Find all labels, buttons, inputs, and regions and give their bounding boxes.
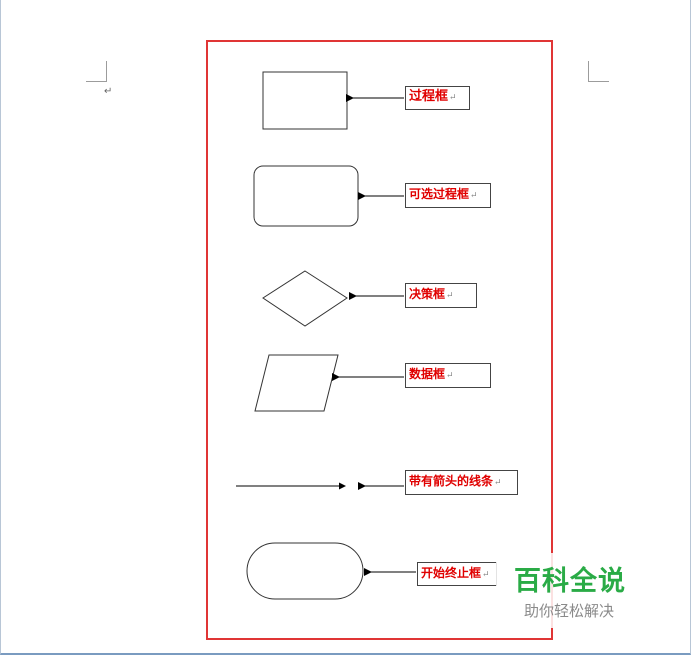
data-shape[interactable] xyxy=(254,354,339,412)
terminator-shape[interactable] xyxy=(246,542,364,600)
label-alternate-process-return-mark: ↵ xyxy=(470,191,478,201)
alternate-process-shape[interactable] xyxy=(253,165,359,227)
label-process[interactable]: 过程框↵ xyxy=(405,86,470,110)
watermark-logo: 百科全说 助你轻松解决 xyxy=(496,553,676,628)
margin-corner-top-right xyxy=(588,61,609,82)
label-terminator[interactable]: 开始终止框↵ xyxy=(417,562,497,586)
margin-corner-top-left xyxy=(86,61,107,82)
process-shape[interactable] xyxy=(262,71,348,130)
label-arrow-line-text: 带有箭头的线条 xyxy=(409,474,494,488)
label-process-text: 过程框 xyxy=(409,89,449,104)
label-alternate-process[interactable]: 可选过程框↵ xyxy=(405,183,491,208)
label-arrow-line-return-mark: ↵ xyxy=(494,478,502,488)
label-data[interactable]: 数据框↵ xyxy=(405,363,491,388)
watermark-title: 百科全说 xyxy=(514,566,626,597)
flowchart-legend-frame[interactable] xyxy=(206,40,553,640)
label-decision[interactable]: 决策框↵ xyxy=(405,283,477,308)
label-alternate-process-text: 可选过程框 xyxy=(409,187,470,201)
watermark-subtitle: 助你轻松解决 xyxy=(524,602,615,620)
label-decision-return-mark: ↵ xyxy=(446,291,454,301)
arrow-line-example-head xyxy=(339,482,346,490)
label-arrow-line[interactable]: 带有箭头的线条↵ xyxy=(405,470,518,495)
decision-shape[interactable] xyxy=(262,270,348,327)
label-decision-text: 决策框 xyxy=(409,287,446,301)
label-process-return-mark: ↵ xyxy=(449,93,457,103)
label-terminator-text: 开始终止框 xyxy=(421,566,482,580)
label-data-return-mark: ↵ xyxy=(446,371,454,381)
paragraph-mark: ↵ xyxy=(104,86,113,97)
label-terminator-return-mark: ↵ xyxy=(482,570,490,580)
label-data-text: 数据框 xyxy=(409,367,446,381)
